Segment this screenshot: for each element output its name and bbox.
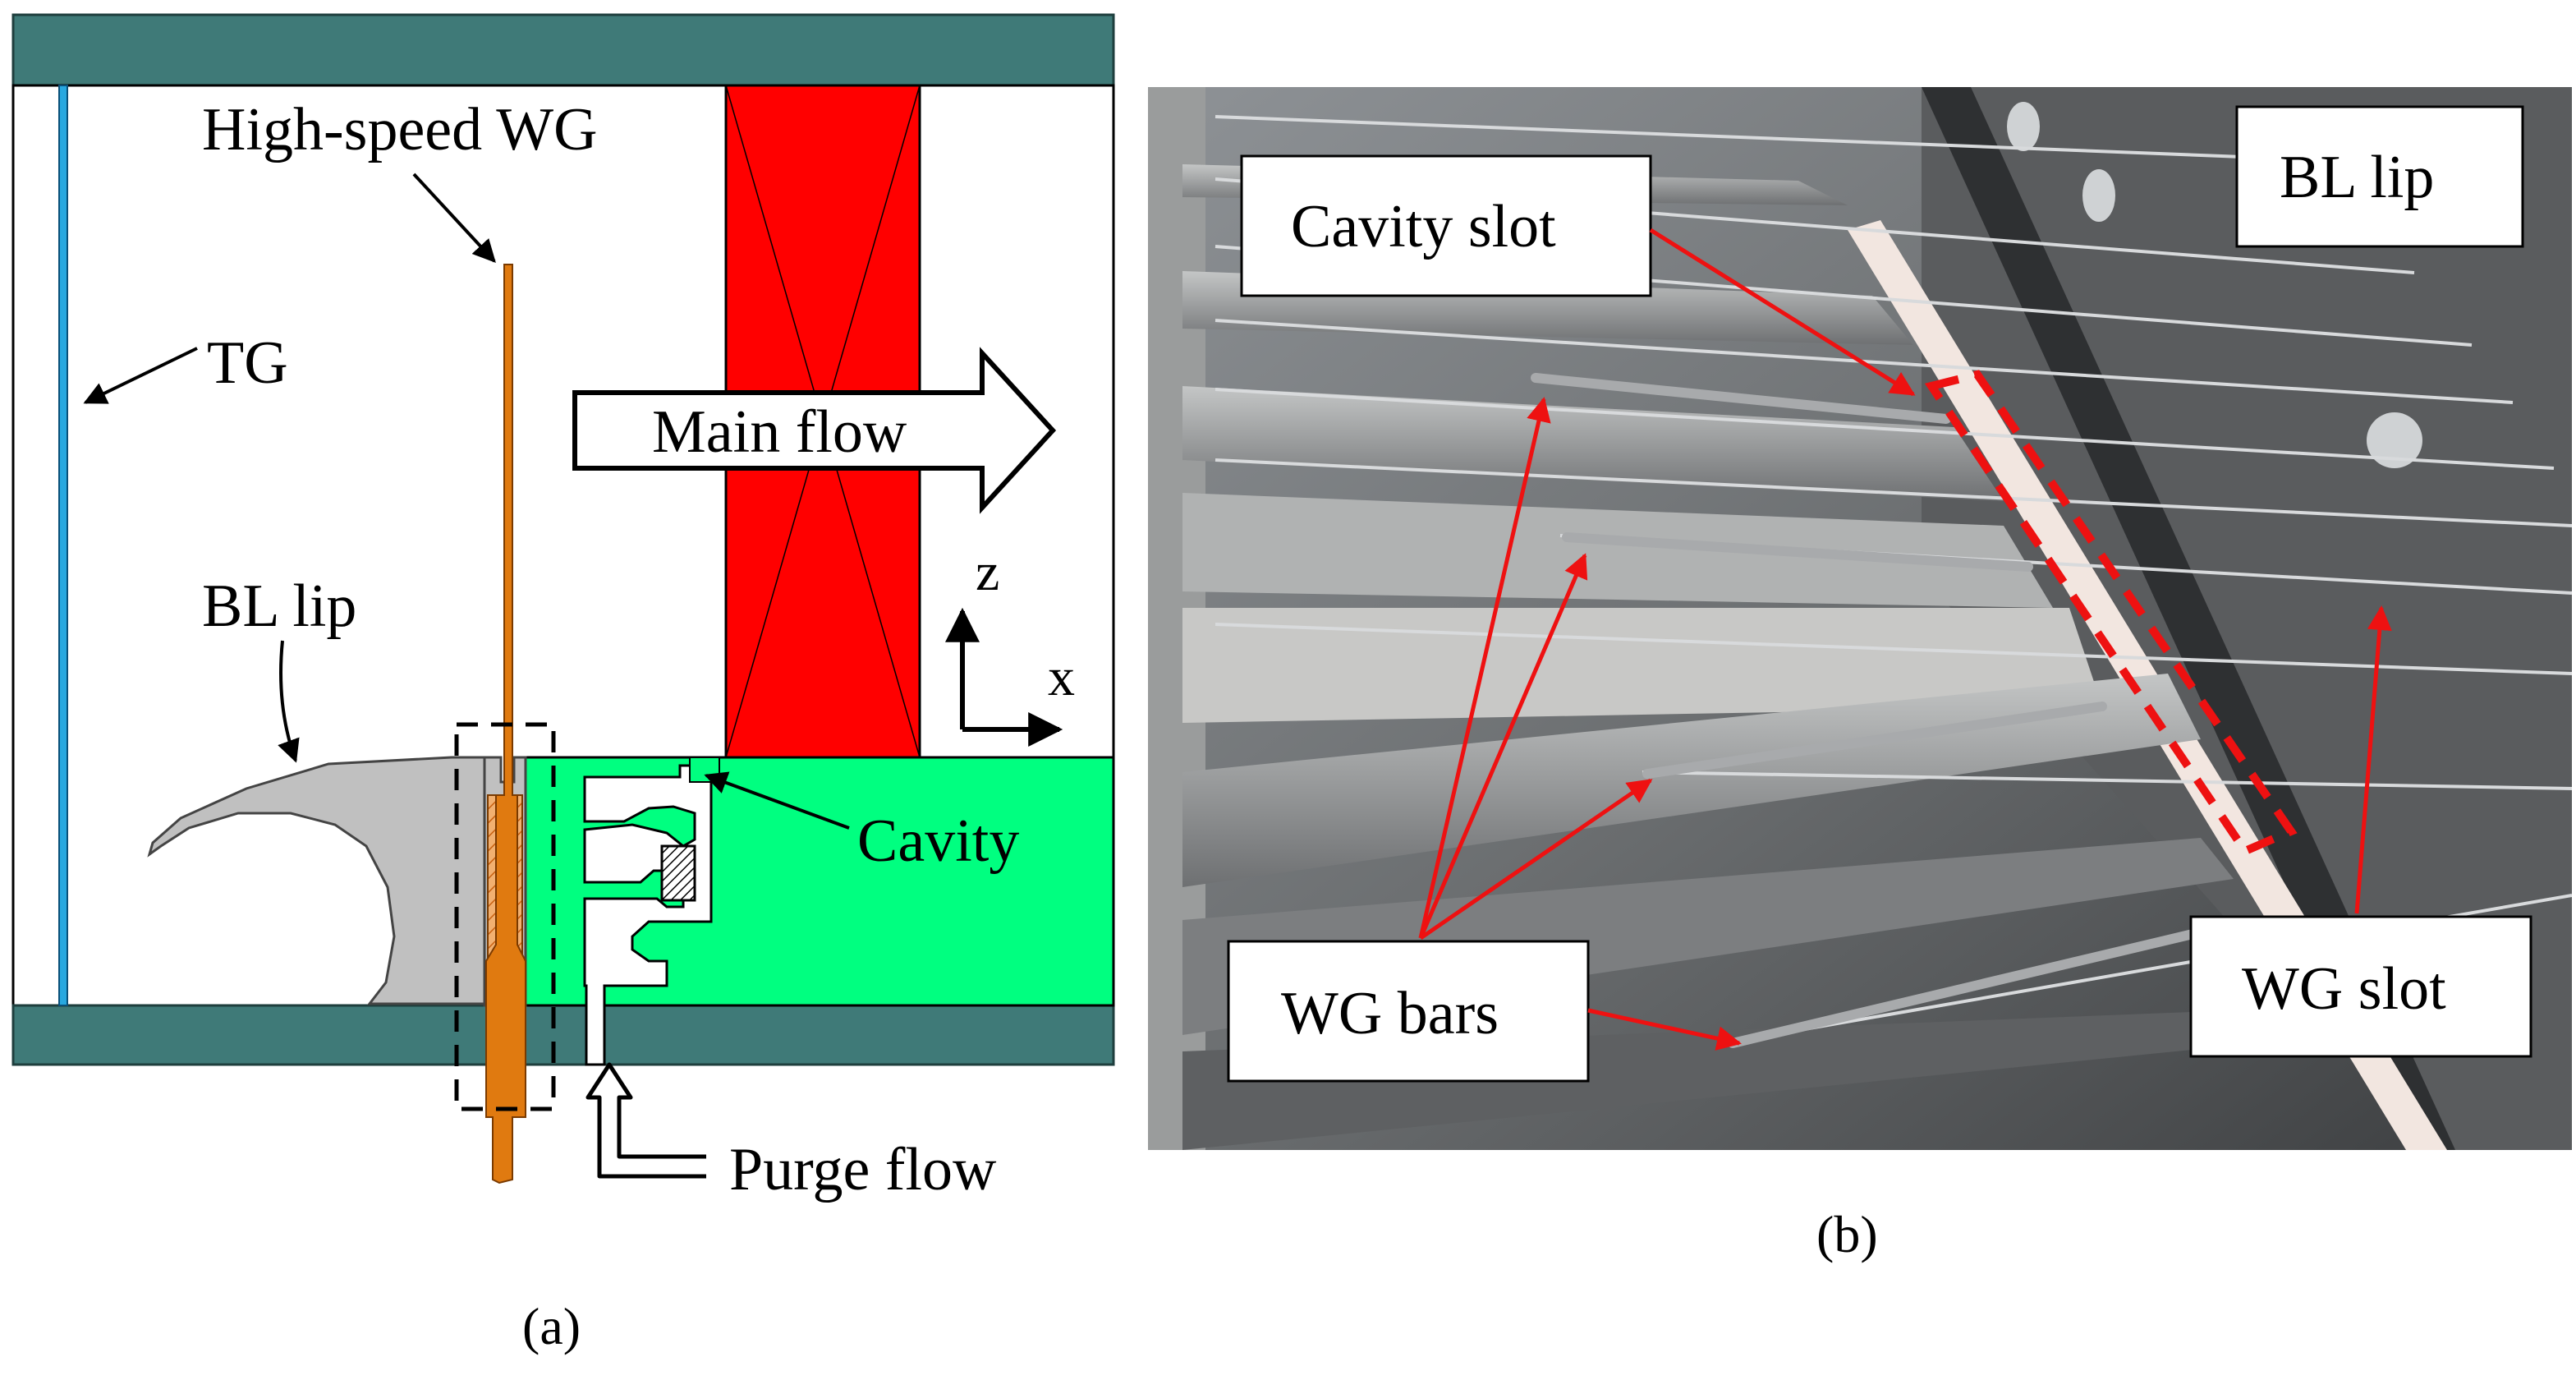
- callout-wg-slot-box: [2189, 915, 2532, 1058]
- x-axis-label: x: [1048, 647, 1075, 707]
- main-flow-arrow[interactable]: [572, 347, 1057, 514]
- caption-a: (a): [522, 1297, 581, 1355]
- panel-a: Main flow z x High-speed WG TG BL lip Ca…: [11, 13, 1115, 1355]
- wg-bars-arrow-3: [1419, 778, 1653, 941]
- callout-wg-slot: WG slot: [2242, 955, 2446, 1023]
- caption-b: (b): [1816, 1205, 1878, 1263]
- top-wall: [11, 13, 1115, 87]
- panel-b: Cavity slot BL lip WG bars WG slot (b): [1148, 87, 2572, 1263]
- wg-slot-arrow: [2354, 605, 2392, 914]
- bottom-wall: [11, 1004, 1115, 1066]
- probe-dashed-box: [454, 722, 556, 1111]
- z-axis-label: z: [976, 542, 999, 602]
- tg-label: TG: [207, 329, 288, 397]
- callout-cavity-slot-box: [1240, 154, 1652, 297]
- callout-cavity-slot: Cavity slot: [1291, 193, 1556, 260]
- cavity-leader: [704, 771, 850, 830]
- bl-lip-label-a: BL lip: [202, 573, 356, 640]
- callout-wg-bars: WG bars: [1281, 980, 1499, 1047]
- tg-leader: [83, 347, 198, 404]
- axis-indicator: z x: [945, 542, 1075, 747]
- purge-flow-arrow: [585, 1062, 706, 1179]
- tg-line: [58, 85, 68, 1006]
- main-flow-label: Main flow: [652, 398, 907, 466]
- callout-wg-bars-box: [1227, 940, 1590, 1083]
- high-speed-wg-label: High-speed WG: [202, 96, 598, 163]
- wg-bars-arrow-2: [1418, 553, 1588, 939]
- callout-bl-lip-box: [2235, 105, 2524, 248]
- cavity-slot-arrow: [1649, 228, 1916, 397]
- wg-bars-arrow-4: [1587, 1008, 1742, 1051]
- slot-dashed-box: [1924, 370, 2298, 857]
- bl-lip-leader: [278, 640, 300, 763]
- wg-bars-arrow-1: [1418, 397, 1551, 939]
- cavity-labyrinth: [583, 764, 713, 1066]
- purge-flow-label: Purge flow: [729, 1136, 997, 1203]
- bl-lip-shape: [147, 756, 486, 1005]
- high-speed-wg-leader: [412, 172, 496, 264]
- cavity-seal: [660, 844, 696, 902]
- cavity-label: Cavity: [857, 807, 1019, 875]
- callout-bl-lip: BL lip: [2280, 144, 2434, 211]
